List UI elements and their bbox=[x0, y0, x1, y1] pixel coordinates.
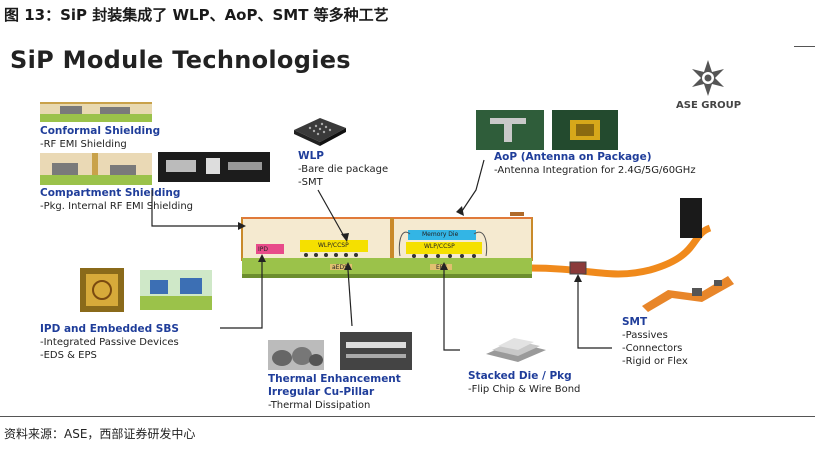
stacked-title: Stacked Die / Pkg bbox=[468, 370, 572, 382]
wlp-desc-0: -Bare die package bbox=[298, 164, 389, 175]
footer-rule bbox=[0, 416, 815, 417]
wlp-desc-1: -SMT bbox=[298, 177, 323, 188]
embedded-sbs bbox=[330, 264, 352, 270]
label-wlp-left: WLP/CCSP bbox=[318, 242, 349, 249]
wlp-chip-image bbox=[294, 118, 346, 146]
smt-flex-image bbox=[642, 276, 734, 312]
compartment-xray-image bbox=[158, 152, 270, 182]
ipd-chip bbox=[256, 244, 284, 254]
wlp-title: WLP bbox=[298, 150, 324, 162]
aop-desc-0: -Antenna Integration for 2.4G/5G/60GHz bbox=[494, 165, 696, 176]
thermal-desc-0: -Thermal Dissipation bbox=[268, 400, 371, 411]
smt-desc-1: -Connectors bbox=[622, 343, 683, 354]
smt-title: SMT bbox=[622, 316, 648, 328]
sip-package-cross-section bbox=[241, 198, 712, 278]
stacked-die-image bbox=[486, 338, 546, 362]
conformal-desc-0: -RF EMI Shielding bbox=[40, 139, 127, 150]
compartment-shielding-image bbox=[40, 153, 152, 185]
source-note: 资料来源：ASE，西部证券研发中心 bbox=[4, 427, 196, 441]
logo-text: ASE GROUP bbox=[676, 100, 742, 111]
ipd-title: IPD and Embedded SBS bbox=[40, 323, 179, 335]
thermal-title-1: Irregular Cu-Pillar bbox=[268, 386, 375, 398]
aop-antenna-image-2 bbox=[552, 110, 618, 150]
aop-title: AoP (Antenna on Package) bbox=[494, 151, 652, 163]
label-wlp-right: WLP/CCSP bbox=[424, 243, 455, 250]
label-ipd: IPD bbox=[258, 246, 269, 253]
header-rule bbox=[794, 46, 815, 47]
conformal-shielding-image bbox=[40, 102, 152, 122]
figure-title: 图 13：SiP 封装集成了 WLP、AoP、SMT 等多种工艺 bbox=[4, 6, 389, 24]
ipd-desc-0: -Integrated Passive Devices bbox=[40, 337, 179, 348]
aop-antenna-image-1 bbox=[476, 110, 544, 150]
stacked-desc-0: -Flip Chip & Wire Bond bbox=[468, 384, 581, 395]
thermal-cross-section-image bbox=[340, 332, 412, 370]
ipd-image-1 bbox=[80, 268, 124, 312]
label-memory: Memory Die bbox=[422, 231, 459, 238]
thermal-title-0: Thermal Enhancement bbox=[268, 373, 401, 385]
embedded-eps bbox=[430, 264, 452, 270]
smt-desc-0: -Passives bbox=[622, 330, 668, 341]
conformal-title: Conformal Shielding bbox=[40, 125, 161, 137]
ipd-image-2 bbox=[140, 270, 212, 310]
substrate bbox=[242, 258, 532, 276]
smt-desc-2: -Rigid or Flex bbox=[622, 356, 688, 367]
ipd-desc-1: -EDS & EPS bbox=[40, 350, 97, 361]
memory-die bbox=[408, 230, 476, 240]
compartment-desc-0: -Pkg. Internal RF EMI Shielding bbox=[40, 201, 194, 212]
main-title: SiP Module Technologies bbox=[10, 46, 351, 74]
thermal-pillar-image bbox=[268, 340, 324, 370]
compartment-title: Compartment Shielding bbox=[40, 187, 181, 199]
connector-block bbox=[680, 198, 702, 238]
wlp-chip-left bbox=[300, 240, 368, 252]
label-sbs: aEDS bbox=[332, 264, 348, 271]
wlp-chip-right bbox=[406, 242, 482, 254]
ase-star-logo-icon bbox=[692, 60, 724, 96]
